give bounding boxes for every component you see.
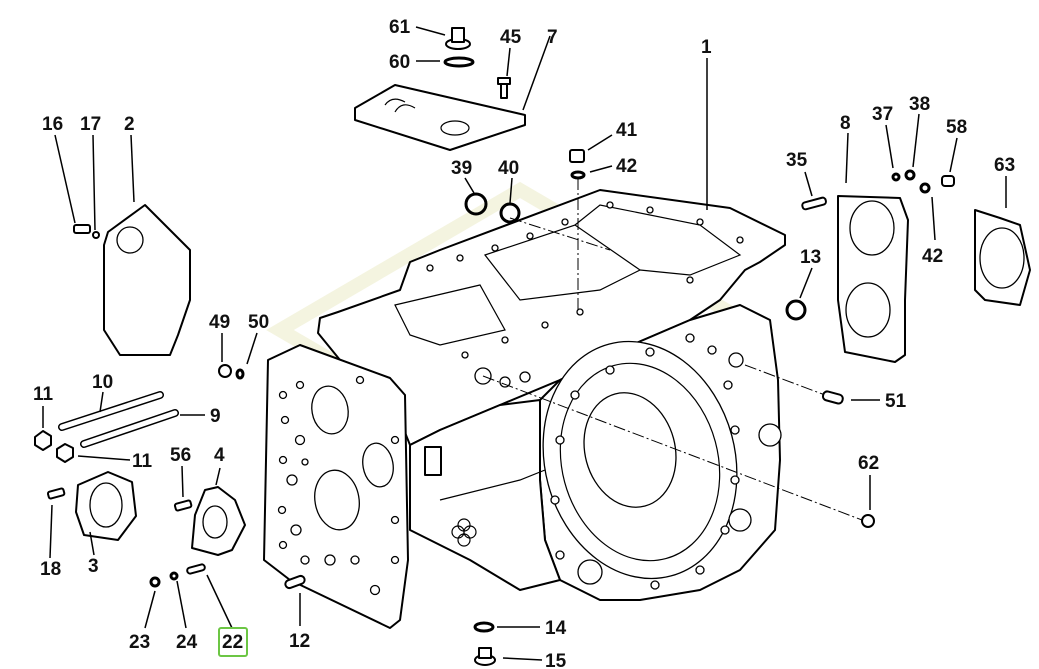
part-12-dowel-pin[interactable]	[284, 574, 306, 590]
callout-3[interactable]: 3	[88, 556, 99, 577]
callout-39[interactable]: 39	[451, 158, 472, 179]
part-4-pump-housing[interactable]	[191, 486, 246, 556]
part-13-plug[interactable]	[785, 299, 807, 321]
callout-37[interactable]: 37	[872, 104, 893, 125]
callout-17[interactable]: 17	[80, 114, 101, 135]
part-11-nut-upper[interactable]	[34, 430, 52, 451]
part-38-nut[interactable]	[904, 169, 916, 181]
part-3-flange[interactable]	[75, 471, 137, 541]
part-56-bolt[interactable]	[173, 499, 193, 512]
callout-16[interactable]: 16	[42, 114, 63, 135]
callout-1[interactable]: 1	[701, 37, 712, 58]
part-60-o-ring[interactable]	[443, 56, 475, 68]
part-39-plug[interactable]	[464, 192, 488, 216]
callout-22-highlight-box	[218, 627, 248, 657]
part-18-bolt[interactable]	[46, 487, 66, 500]
part-8-flange-cover[interactable]	[837, 195, 909, 363]
callout-50[interactable]: 50	[248, 312, 269, 333]
callout-12[interactable]: 12	[289, 631, 310, 652]
part-23-nut[interactable]	[149, 576, 161, 588]
part-42-washer-right[interactable]	[919, 182, 931, 194]
callout-13[interactable]: 13	[800, 247, 821, 268]
main-housing[interactable]	[263, 189, 786, 629]
part-58-plug[interactable]	[941, 175, 955, 187]
callout-61[interactable]: 61	[389, 17, 411, 38]
part-11-nut-lower[interactable]	[56, 443, 74, 463]
callout-2[interactable]: 2	[124, 114, 135, 135]
callouts: 1 2 16 17 61 60 45 7 41 42 39 40 35 8 37…	[33, 17, 1015, 669]
callout-63[interactable]: 63	[994, 155, 1015, 176]
callout-45[interactable]: 45	[500, 27, 522, 48]
callout-4[interactable]: 4	[214, 445, 225, 466]
callout-9[interactable]: 9	[210, 406, 221, 427]
part-42-washer-top[interactable]	[570, 170, 586, 180]
part-16-bolt[interactable]	[73, 224, 91, 234]
part-50-washer[interactable]	[235, 368, 245, 380]
callout-22[interactable]: 22	[222, 632, 243, 653]
part-35-stud[interactable]	[801, 196, 827, 211]
callout-60[interactable]: 60	[389, 52, 410, 73]
part-49-plug[interactable]	[218, 364, 232, 378]
callout-11-lower[interactable]: 11	[132, 451, 153, 472]
callout-49[interactable]: 49	[209, 312, 230, 333]
assembly-axes	[482, 178, 863, 521]
part-15-drain-plug[interactable]	[474, 647, 496, 666]
callout-7[interactable]: 7	[547, 27, 558, 48]
callout-8[interactable]: 8	[840, 113, 851, 134]
callout-56[interactable]: 56	[170, 445, 191, 466]
part-22-stud[interactable]	[186, 563, 206, 575]
callout-24[interactable]: 24	[176, 632, 198, 653]
callout-58[interactable]: 58	[946, 117, 967, 138]
part-37-washer[interactable]	[891, 172, 901, 182]
callout-15[interactable]: 15	[545, 651, 567, 669]
callout-42-top[interactable]: 42	[616, 156, 637, 177]
part-63-gasket[interactable]	[974, 209, 1031, 306]
part-40-o-ring[interactable]	[499, 202, 521, 224]
callout-40[interactable]: 40	[498, 158, 519, 179]
part-2-opening	[116, 226, 144, 254]
callout-11-upper[interactable]: 11	[33, 384, 54, 405]
part-2-cover-plate[interactable]	[103, 204, 191, 356]
callout-10[interactable]: 10	[92, 372, 113, 393]
callout-18[interactable]: 18	[40, 559, 61, 580]
part-17-washer[interactable]	[92, 231, 100, 239]
part-51-dowel-pin[interactable]	[821, 390, 844, 405]
part-61-plug[interactable]	[445, 27, 471, 50]
callout-14[interactable]: 14	[545, 618, 567, 639]
part-45-bolt[interactable]	[497, 77, 511, 99]
callout-41[interactable]: 41	[616, 120, 638, 141]
part-14-o-ring[interactable]	[473, 621, 495, 633]
callout-23[interactable]: 23	[129, 632, 150, 653]
callout-51[interactable]: 51	[885, 391, 907, 412]
callout-35[interactable]: 35	[786, 150, 808, 171]
part-24-washer[interactable]	[169, 571, 179, 581]
leader-lines	[42, 26, 1007, 661]
bell-logo	[451, 518, 477, 547]
part-62-plug[interactable]	[861, 514, 875, 528]
front-plate-holes	[277, 375, 400, 596]
flange-bolt-holes	[550, 333, 740, 590]
deck-bolt-holes	[426, 201, 744, 359]
callout-62[interactable]: 62	[858, 453, 879, 474]
part-7-top-cover[interactable]	[354, 84, 526, 151]
callout-38[interactable]: 38	[909, 94, 930, 115]
callout-42-right[interactable]: 42	[922, 246, 943, 267]
part-41-plug[interactable]	[569, 149, 585, 163]
